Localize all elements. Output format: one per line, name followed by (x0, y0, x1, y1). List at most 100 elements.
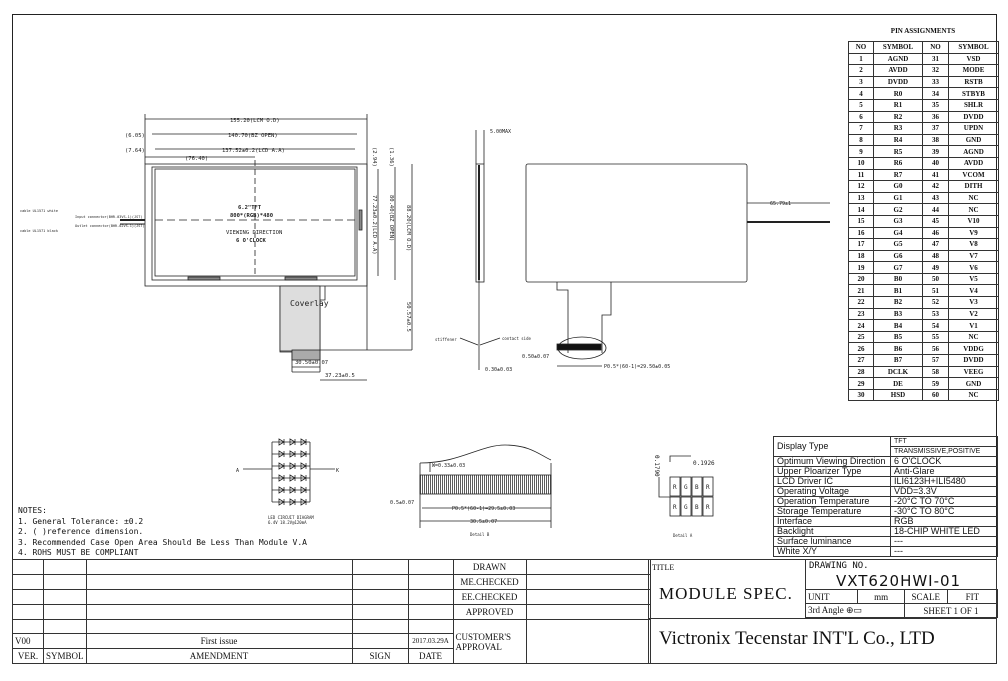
scale-value: FIT (946, 589, 999, 604)
pin-symbol: G7 (873, 261, 923, 274)
subpixel (691, 476, 703, 497)
spec-value: VDD=3.3V (890, 486, 998, 497)
pin-symbol: VEEG (948, 365, 999, 379)
approved-field[interactable] (525, 604, 651, 620)
pin-symbol: B5 (873, 330, 923, 344)
pin-symbol: B7 (873, 354, 923, 367)
dim-fpc-length: 50.57±0.5 (405, 302, 411, 332)
spec-label: Surface luminance (773, 536, 891, 547)
pin-number: 55 (922, 330, 949, 344)
pin-number: 5 (848, 98, 874, 112)
led-circuit-diagram (243, 438, 335, 506)
pin-symbol: B2 (873, 296, 923, 309)
pin-number: 56 (922, 342, 949, 356)
pin-symbol: B6 (873, 342, 923, 356)
pin-number: 31 (922, 52, 949, 66)
pin-number: 13 (848, 191, 874, 205)
led-diode-icon (278, 438, 285, 446)
pin-number: 15 (848, 214, 874, 228)
note-item: 1. General Tolerance: ±0.2 (18, 516, 144, 526)
coverlay (279, 285, 321, 352)
revision-version: V00 (12, 633, 44, 649)
detb-pitch: P0.5*(60-1)=29.5±0.03 (452, 506, 515, 512)
pin-number: 14 (848, 203, 874, 216)
viewing-clock: 6 O'CLOCK (236, 238, 266, 244)
pin-header: SYMBOL (873, 41, 923, 54)
pin-number: 38 (922, 133, 949, 147)
wire-label-2: cable UL1571 black (20, 229, 59, 233)
spec-row: White X/Y--- (773, 546, 998, 557)
header-amendment: AMENDMENT (85, 648, 353, 664)
spec-value: RGB (890, 516, 998, 527)
back-view (525, 163, 830, 367)
spec-label: Optimum Viewing Direction (773, 456, 891, 467)
dim-bz-height: 80.40(BZ OPEN) (388, 195, 394, 241)
pin-number: 17 (848, 238, 874, 251)
spec-row: Operation Temperature-20°C TO 70°C (773, 496, 998, 507)
header-symbol: SYMBOL (43, 648, 87, 664)
pin-symbol: MODE (948, 64, 999, 77)
led-diode-icon (289, 498, 296, 506)
pin-symbol: B3 (873, 307, 923, 321)
company-name: Victronix Tecenstar INT'L Co., LTD (659, 628, 935, 649)
viewing-direction: VIEWING DIRECTION (226, 230, 282, 236)
header-sign: SIGN (351, 648, 409, 664)
pin-symbol: HSD (873, 388, 923, 402)
pin-number: 46 (922, 226, 949, 240)
drawn-field[interactable] (525, 559, 651, 575)
spec-value: -20°C TO 70°C (890, 496, 998, 507)
drawing-no-label: DRAWING NO. (809, 561, 869, 571)
ee-checked-field[interactable] (525, 589, 651, 605)
pin-number: 52 (922, 296, 949, 309)
dim-lcm-height: 88.20(LCM O.D) (405, 205, 411, 251)
spec-label: Storage Temperature (773, 506, 891, 517)
drawn-label: DRAWN (452, 559, 527, 575)
dim-fpc-offset: 37.23±0.5 (325, 373, 355, 379)
subpixel-label: G (684, 504, 688, 511)
pin-number: 54 (922, 319, 949, 332)
subpixel-label: R (706, 484, 710, 491)
sheet-label: SHEET 1 OF 1 (903, 603, 999, 618)
spec-label: Backlight (773, 526, 891, 537)
led-diode-icon (289, 486, 296, 494)
led-diode-icon (289, 474, 296, 482)
pin-symbol: V8 (948, 238, 999, 251)
pin-symbol: R5 (873, 145, 923, 158)
dim-fpc-pitch: P0.5*(60-1)=29.50±0.05 (604, 364, 670, 370)
notes-title: NOTES: (18, 506, 47, 515)
pin-symbol: AVDD (948, 156, 999, 170)
pin-number: 10 (848, 156, 874, 170)
me-checked-field[interactable] (525, 574, 651, 590)
led-diode-icon (300, 486, 307, 494)
pin-symbol: NC (948, 388, 999, 402)
dim-aa-width: 137.52±0.2(LCD A.A) (222, 148, 285, 154)
pin-symbol: NC (948, 330, 999, 344)
pin-number: 49 (922, 261, 949, 274)
deta-height: 0.1790 (653, 455, 660, 477)
pin-number: 16 (848, 226, 874, 240)
pin-symbol: DVDD (873, 75, 923, 89)
spec-label: White X/Y (773, 546, 891, 557)
subpixel-label: R (673, 484, 677, 491)
document-title: MODULE SPEC. (659, 584, 793, 603)
customer-approval-field[interactable] (525, 619, 651, 664)
pin-symbol: B0 (873, 272, 923, 286)
panel-resolution: 800*(RGB)*480 (230, 213, 273, 219)
led-diode-icon (300, 474, 307, 482)
pin-number: 33 (922, 75, 949, 89)
dim-fpc-edge: 0.50±0.07 (522, 354, 549, 360)
